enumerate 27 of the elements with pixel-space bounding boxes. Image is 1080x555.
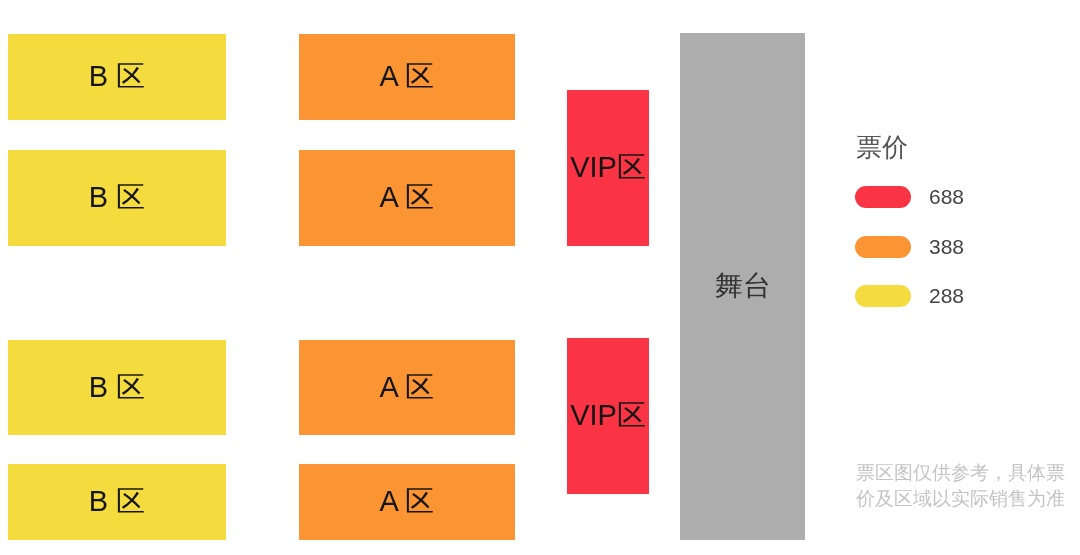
seating-section xyxy=(8,340,226,435)
stage-label: 舞台 xyxy=(714,271,771,302)
legend-label: 688 xyxy=(929,185,965,209)
seating-section xyxy=(299,34,515,120)
seating-section xyxy=(8,34,226,120)
section-label: B 区 xyxy=(88,371,146,404)
section-label: A 区 xyxy=(379,486,435,518)
seating-section xyxy=(299,464,515,540)
legend-label: 388 xyxy=(929,234,965,259)
section-label: B 区 xyxy=(88,182,146,214)
seating-section xyxy=(567,338,649,494)
legend-title: 票价 xyxy=(856,131,908,164)
section-label: A 区 xyxy=(379,182,435,214)
stage-area xyxy=(680,33,805,540)
seating-section xyxy=(8,150,226,246)
legend-label: 288 xyxy=(929,284,965,308)
seating-section xyxy=(567,90,649,246)
seating-section xyxy=(8,464,226,540)
seating-section xyxy=(299,340,515,435)
section-label: A 区 xyxy=(379,61,435,93)
section-label: B 区 xyxy=(88,486,146,518)
seating-section xyxy=(299,150,515,246)
section-label: VIP区 xyxy=(570,152,646,184)
disclaimer-note: 票区图仅供参考，具体票价及区域以实际销售为准 xyxy=(856,461,1066,511)
section-label: VIP区 xyxy=(570,400,646,432)
section-label: A 区 xyxy=(379,371,435,404)
section-label: B 区 xyxy=(88,61,146,93)
